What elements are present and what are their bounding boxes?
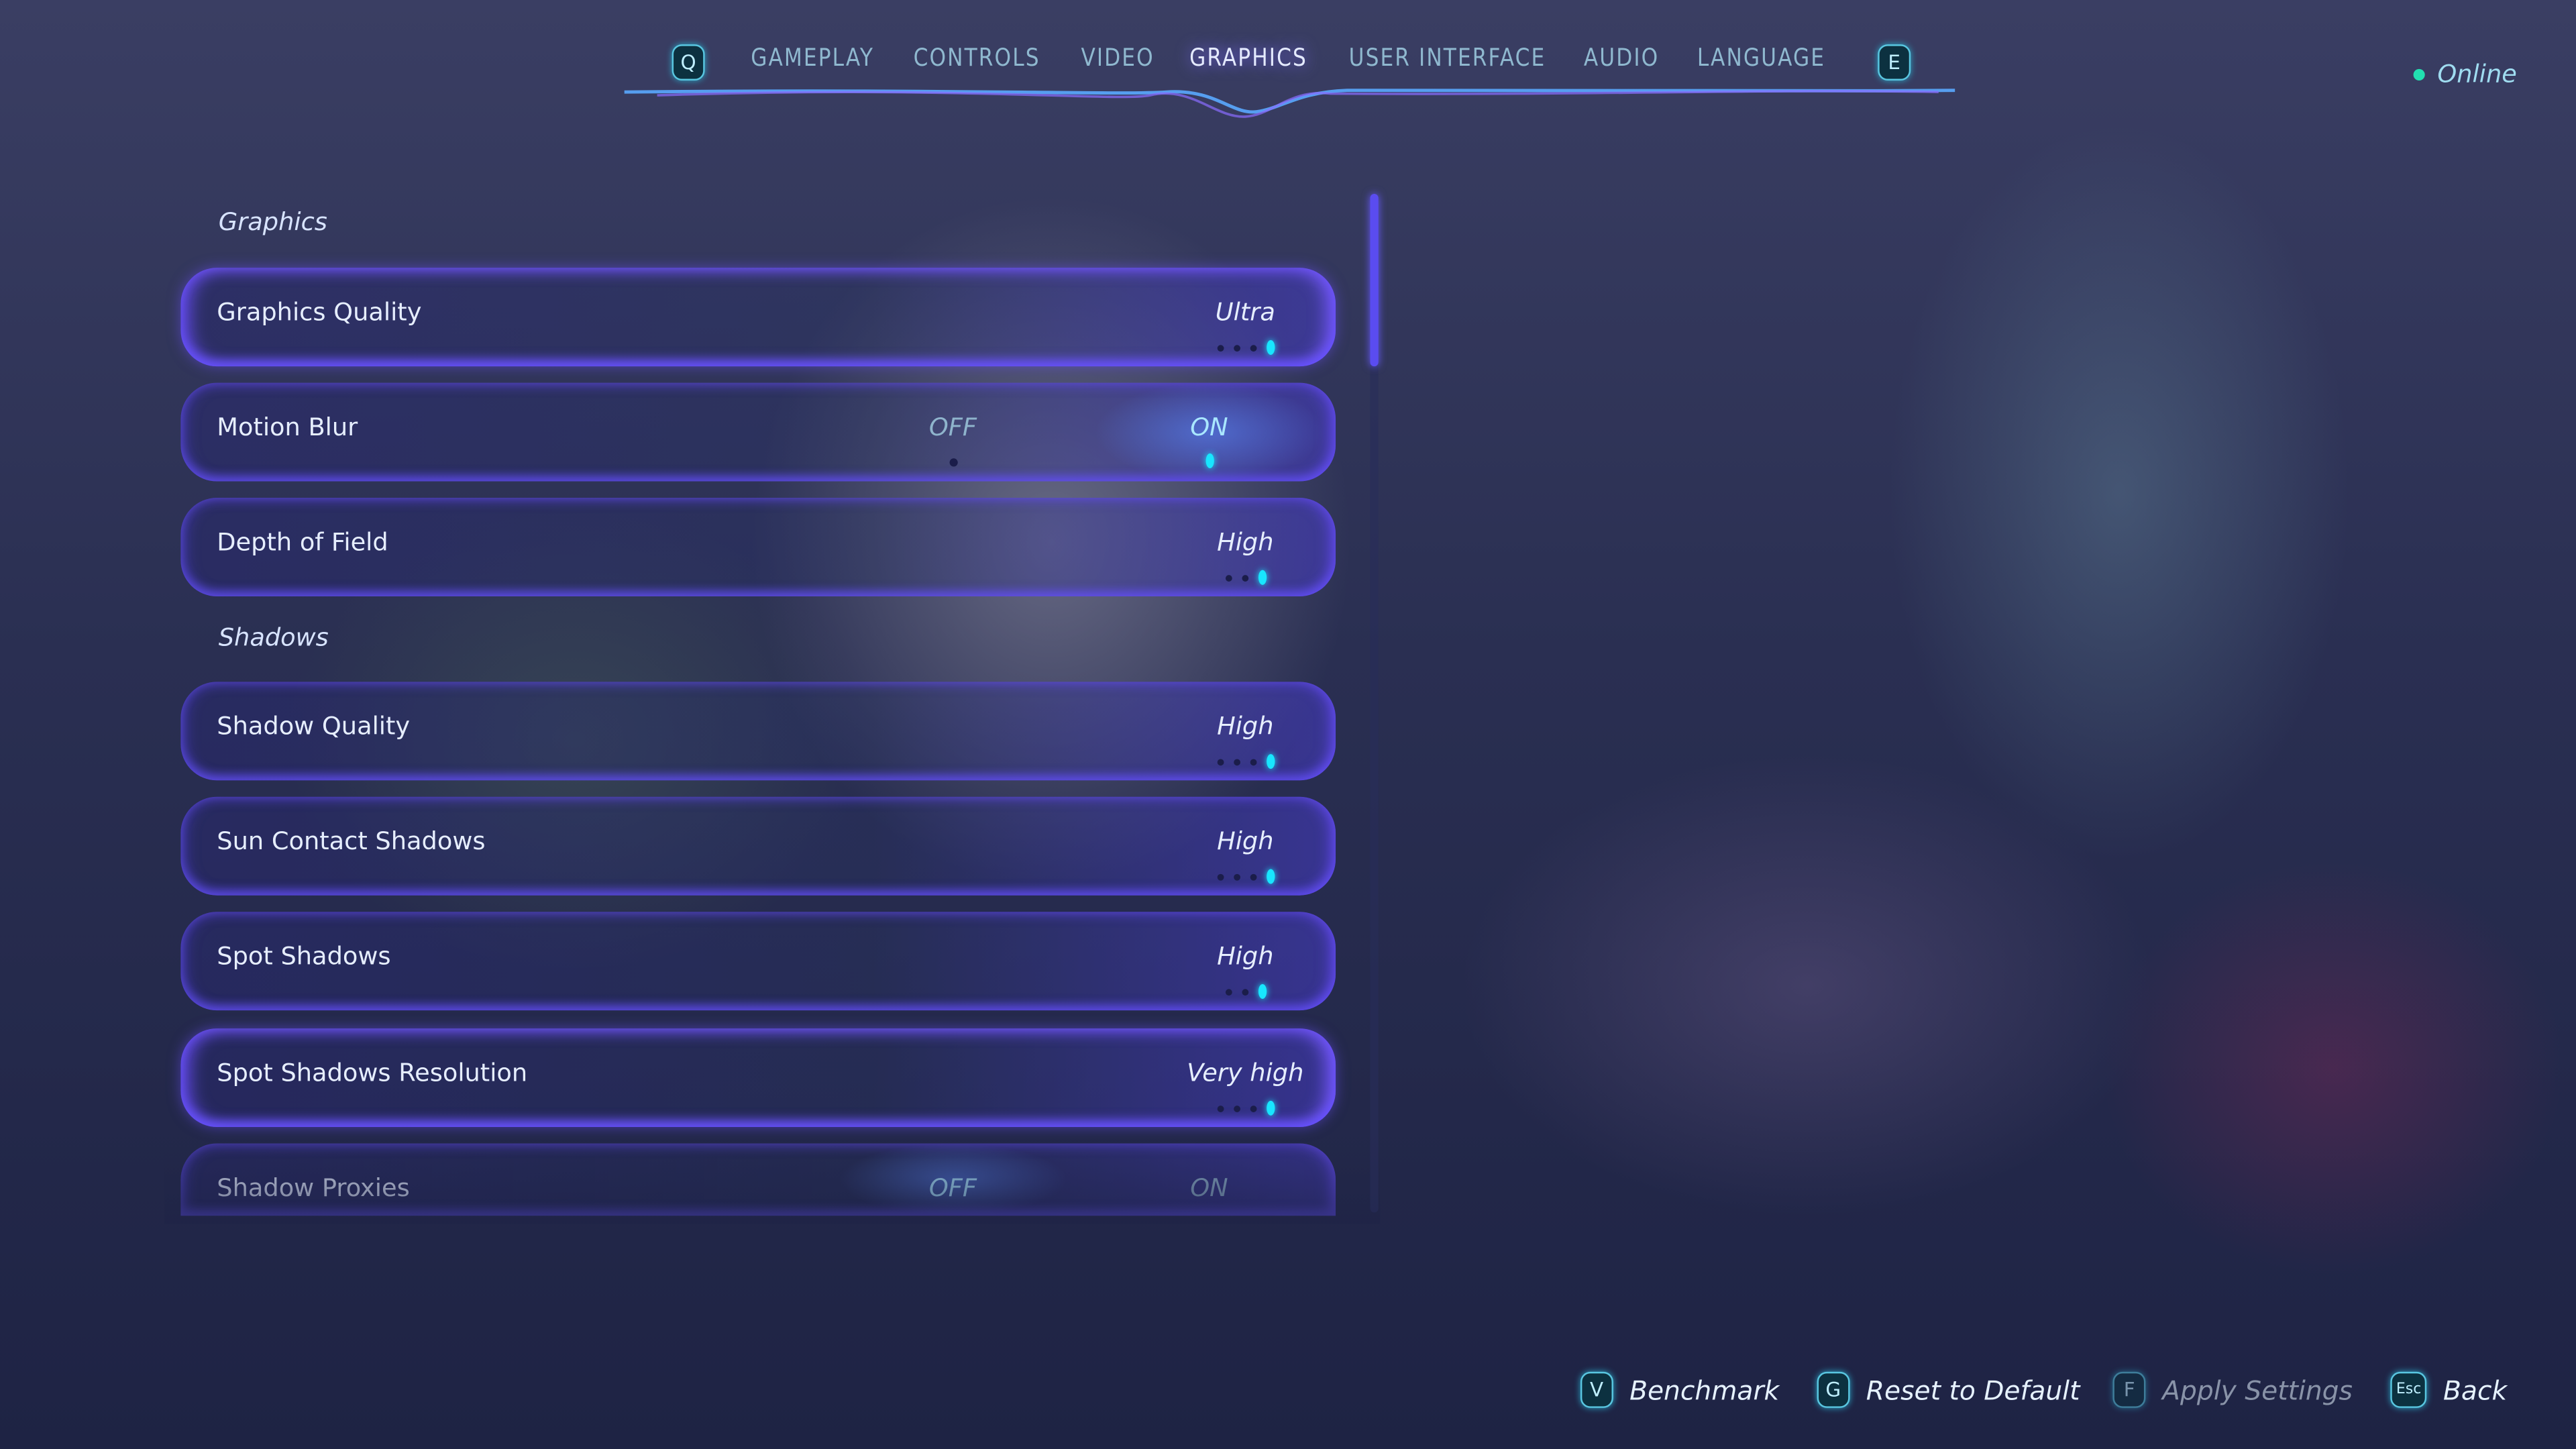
key-esc-icon: Esc <box>2390 1371 2427 1408</box>
setting-label: Graphics Quality <box>217 297 422 327</box>
settings-scrollbar[interactable] <box>1370 193 1379 1213</box>
setting-shadow-proxies[interactable]: Shadow Proxies OFF ON <box>180 1143 1336 1216</box>
setting-motion-blur[interactable]: Motion Blur OFF ON <box>180 382 1336 482</box>
setting-value: Very high <box>1187 1058 1304 1088</box>
prev-tab-key-q[interactable]: Q <box>672 44 705 81</box>
setting-value: Ultra <box>1215 297 1275 327</box>
on-diamond-icon <box>1205 453 1214 468</box>
section-title-graphics: Graphics <box>218 207 327 237</box>
setting-value: High <box>1217 711 1274 741</box>
back-label: Back <box>2443 1374 2508 1406</box>
setting-spot-shadows[interactable]: Spot Shadows High <box>180 912 1336 1011</box>
setting-shadow-quality[interactable]: Shadow Quality High <box>180 682 1336 781</box>
setting-label: Sun Contact Shadows <box>217 826 486 856</box>
tab-user-interface[interactable]: USER INTERFACE <box>1348 42 1546 72</box>
level-indicator <box>1081 1100 1409 1116</box>
apply-settings-button[interactable]: F Apply Settings <box>2112 1371 2353 1408</box>
tab-video[interactable]: VIDEO <box>1081 42 1155 72</box>
tab-graphics[interactable]: GRAPHICS <box>1189 42 1307 72</box>
online-status: Online <box>2412 59 2517 89</box>
key-v-icon: V <box>1580 1371 1613 1408</box>
toggle-on-option[interactable]: ON <box>1190 1173 1228 1203</box>
tab-bar: Q GAMEPLAY CONTROLS VIDEO GRAPHICS USER … <box>657 36 1939 85</box>
level-indicator <box>1081 339 1409 355</box>
reset-label: Reset to Default <box>1866 1374 2080 1406</box>
next-tab-key-e[interactable]: E <box>1878 44 1911 81</box>
scrollbar-thumb[interactable] <box>1370 193 1379 367</box>
tab-controls[interactable]: CONTROLS <box>913 42 1040 72</box>
level-indicator <box>1081 570 1409 585</box>
tab-gameplay[interactable]: GAMEPLAY <box>751 42 875 72</box>
section-title-shadows: Shadows <box>218 623 329 653</box>
off-dot-icon <box>949 458 958 467</box>
level-indicator <box>1081 983 1409 999</box>
setting-label: Depth of Field <box>217 527 388 557</box>
online-dot-icon <box>2412 68 2424 81</box>
reset-to-default-button[interactable]: G Reset to Default <box>1817 1371 2080 1408</box>
level-indicator <box>1081 869 1409 884</box>
toggle-off-option[interactable]: OFF <box>928 1173 977 1203</box>
back-button[interactable]: Esc Back <box>2390 1371 2508 1408</box>
benchmark-button[interactable]: V Benchmark <box>1580 1371 1780 1408</box>
toggle-on-option[interactable]: ON <box>1190 412 1228 442</box>
tab-audio[interactable]: AUDIO <box>1583 42 1660 72</box>
tab-underline-wave <box>624 88 1955 118</box>
apply-label: Apply Settings <box>2162 1374 2353 1406</box>
setting-value: High <box>1217 941 1274 971</box>
setting-value: High <box>1217 527 1274 557</box>
tab-language[interactable]: LANGUAGE <box>1697 42 1826 72</box>
key-g-icon: G <box>1817 1371 1850 1408</box>
online-label: Online <box>2437 59 2517 89</box>
toggle-off-option[interactable]: OFF <box>928 412 977 442</box>
setting-value: High <box>1217 826 1274 856</box>
setting-label: Motion Blur <box>217 412 358 442</box>
setting-label: Spot Shadows Resolution <box>217 1058 528 1088</box>
setting-spot-shadows-resolution[interactable]: Spot Shadows Resolution Very high <box>180 1028 1336 1128</box>
setting-label: Shadow Proxies <box>217 1173 410 1203</box>
setting-depth-of-field[interactable]: Depth of Field High <box>180 498 1336 596</box>
key-f-icon: F <box>2112 1371 2146 1408</box>
setting-sun-contact-shadows[interactable]: Sun Contact Shadows High <box>180 796 1336 896</box>
setting-graphics-quality[interactable]: Graphics Quality Ultra <box>180 268 1336 367</box>
setting-label: Shadow Quality <box>217 711 411 741</box>
setting-label: Spot Shadows <box>217 941 391 971</box>
benchmark-label: Benchmark <box>1629 1374 1780 1406</box>
level-indicator <box>1081 754 1409 769</box>
